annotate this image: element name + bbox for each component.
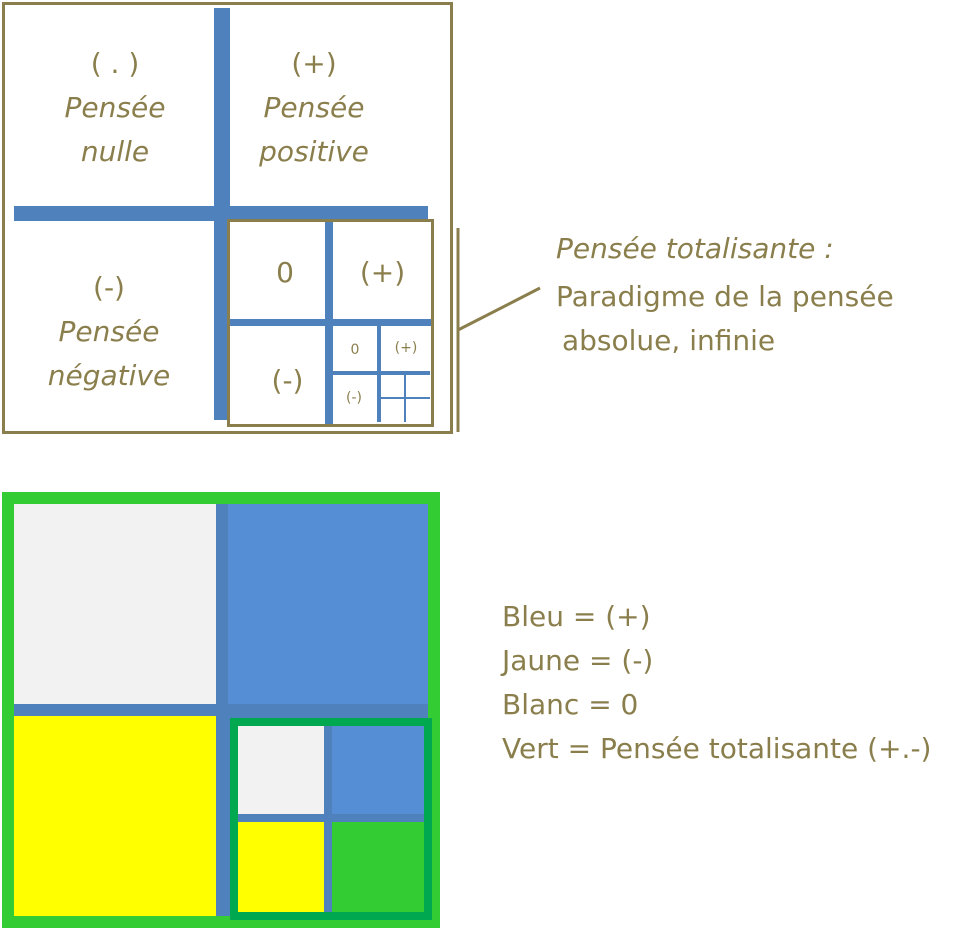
blue-quadrant xyxy=(228,504,428,704)
sub1-minus-label: (-) xyxy=(271,364,304,397)
legend-white: Blanc = 0 xyxy=(502,688,639,721)
sub2-zero-label: 0 xyxy=(350,342,360,358)
callout-connector xyxy=(456,228,541,432)
inner-blue-cell xyxy=(332,726,424,814)
sub2-plus-label: (+) xyxy=(394,340,418,356)
sub2-minus-label: (-) xyxy=(346,390,362,406)
yellow-quadrant xyxy=(14,716,216,916)
inner-green-cell xyxy=(332,822,424,912)
callout-title: Pensée totalisante : xyxy=(556,232,834,265)
callout-line-2: absolue, infinie xyxy=(562,324,776,357)
sub1-plus-label: (+) xyxy=(359,256,406,289)
legend-yellow: Jaune = (-) xyxy=(502,644,654,677)
sub1-horizontal-divider xyxy=(230,319,431,326)
callout-line-1: Paradigme de la pensée xyxy=(556,280,894,313)
legend-green: Vert = Pensée totalisante (+.-) xyxy=(502,732,932,765)
horizontal-divider xyxy=(14,206,428,221)
inner-frame xyxy=(227,219,434,427)
quadrant-null-label: ( . ) Pensée nulle xyxy=(64,47,166,168)
quadrant-negative-label: (-) Pensée négative xyxy=(47,271,171,392)
inner-yellow-cell xyxy=(238,822,324,912)
white-quadrant xyxy=(14,504,216,704)
sub3-horizontal-divider xyxy=(381,397,430,399)
outer-frame xyxy=(2,2,453,434)
legend-blue: Bleu = (+) xyxy=(502,600,651,633)
sub1-zero-label: 0 xyxy=(276,256,294,289)
quadrant-positive-label: (+) Pensée positive xyxy=(259,47,369,168)
sub2-horizontal-divider xyxy=(333,371,430,375)
inner-white-cell xyxy=(238,726,324,814)
